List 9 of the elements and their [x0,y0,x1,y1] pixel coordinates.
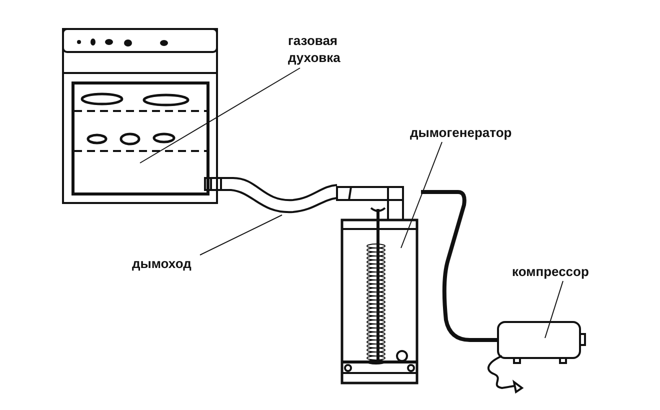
air-hose [421,190,498,342]
leader-line [400,142,442,248]
part-label: дымогенератор [410,124,513,141]
leader-line [544,280,564,338]
part-label: газовая духовка [288,32,342,66]
leader-line [200,214,282,256]
leader-line [140,68,300,164]
part-label: дымоход [132,255,192,272]
part-label: компрессор [512,263,590,280]
